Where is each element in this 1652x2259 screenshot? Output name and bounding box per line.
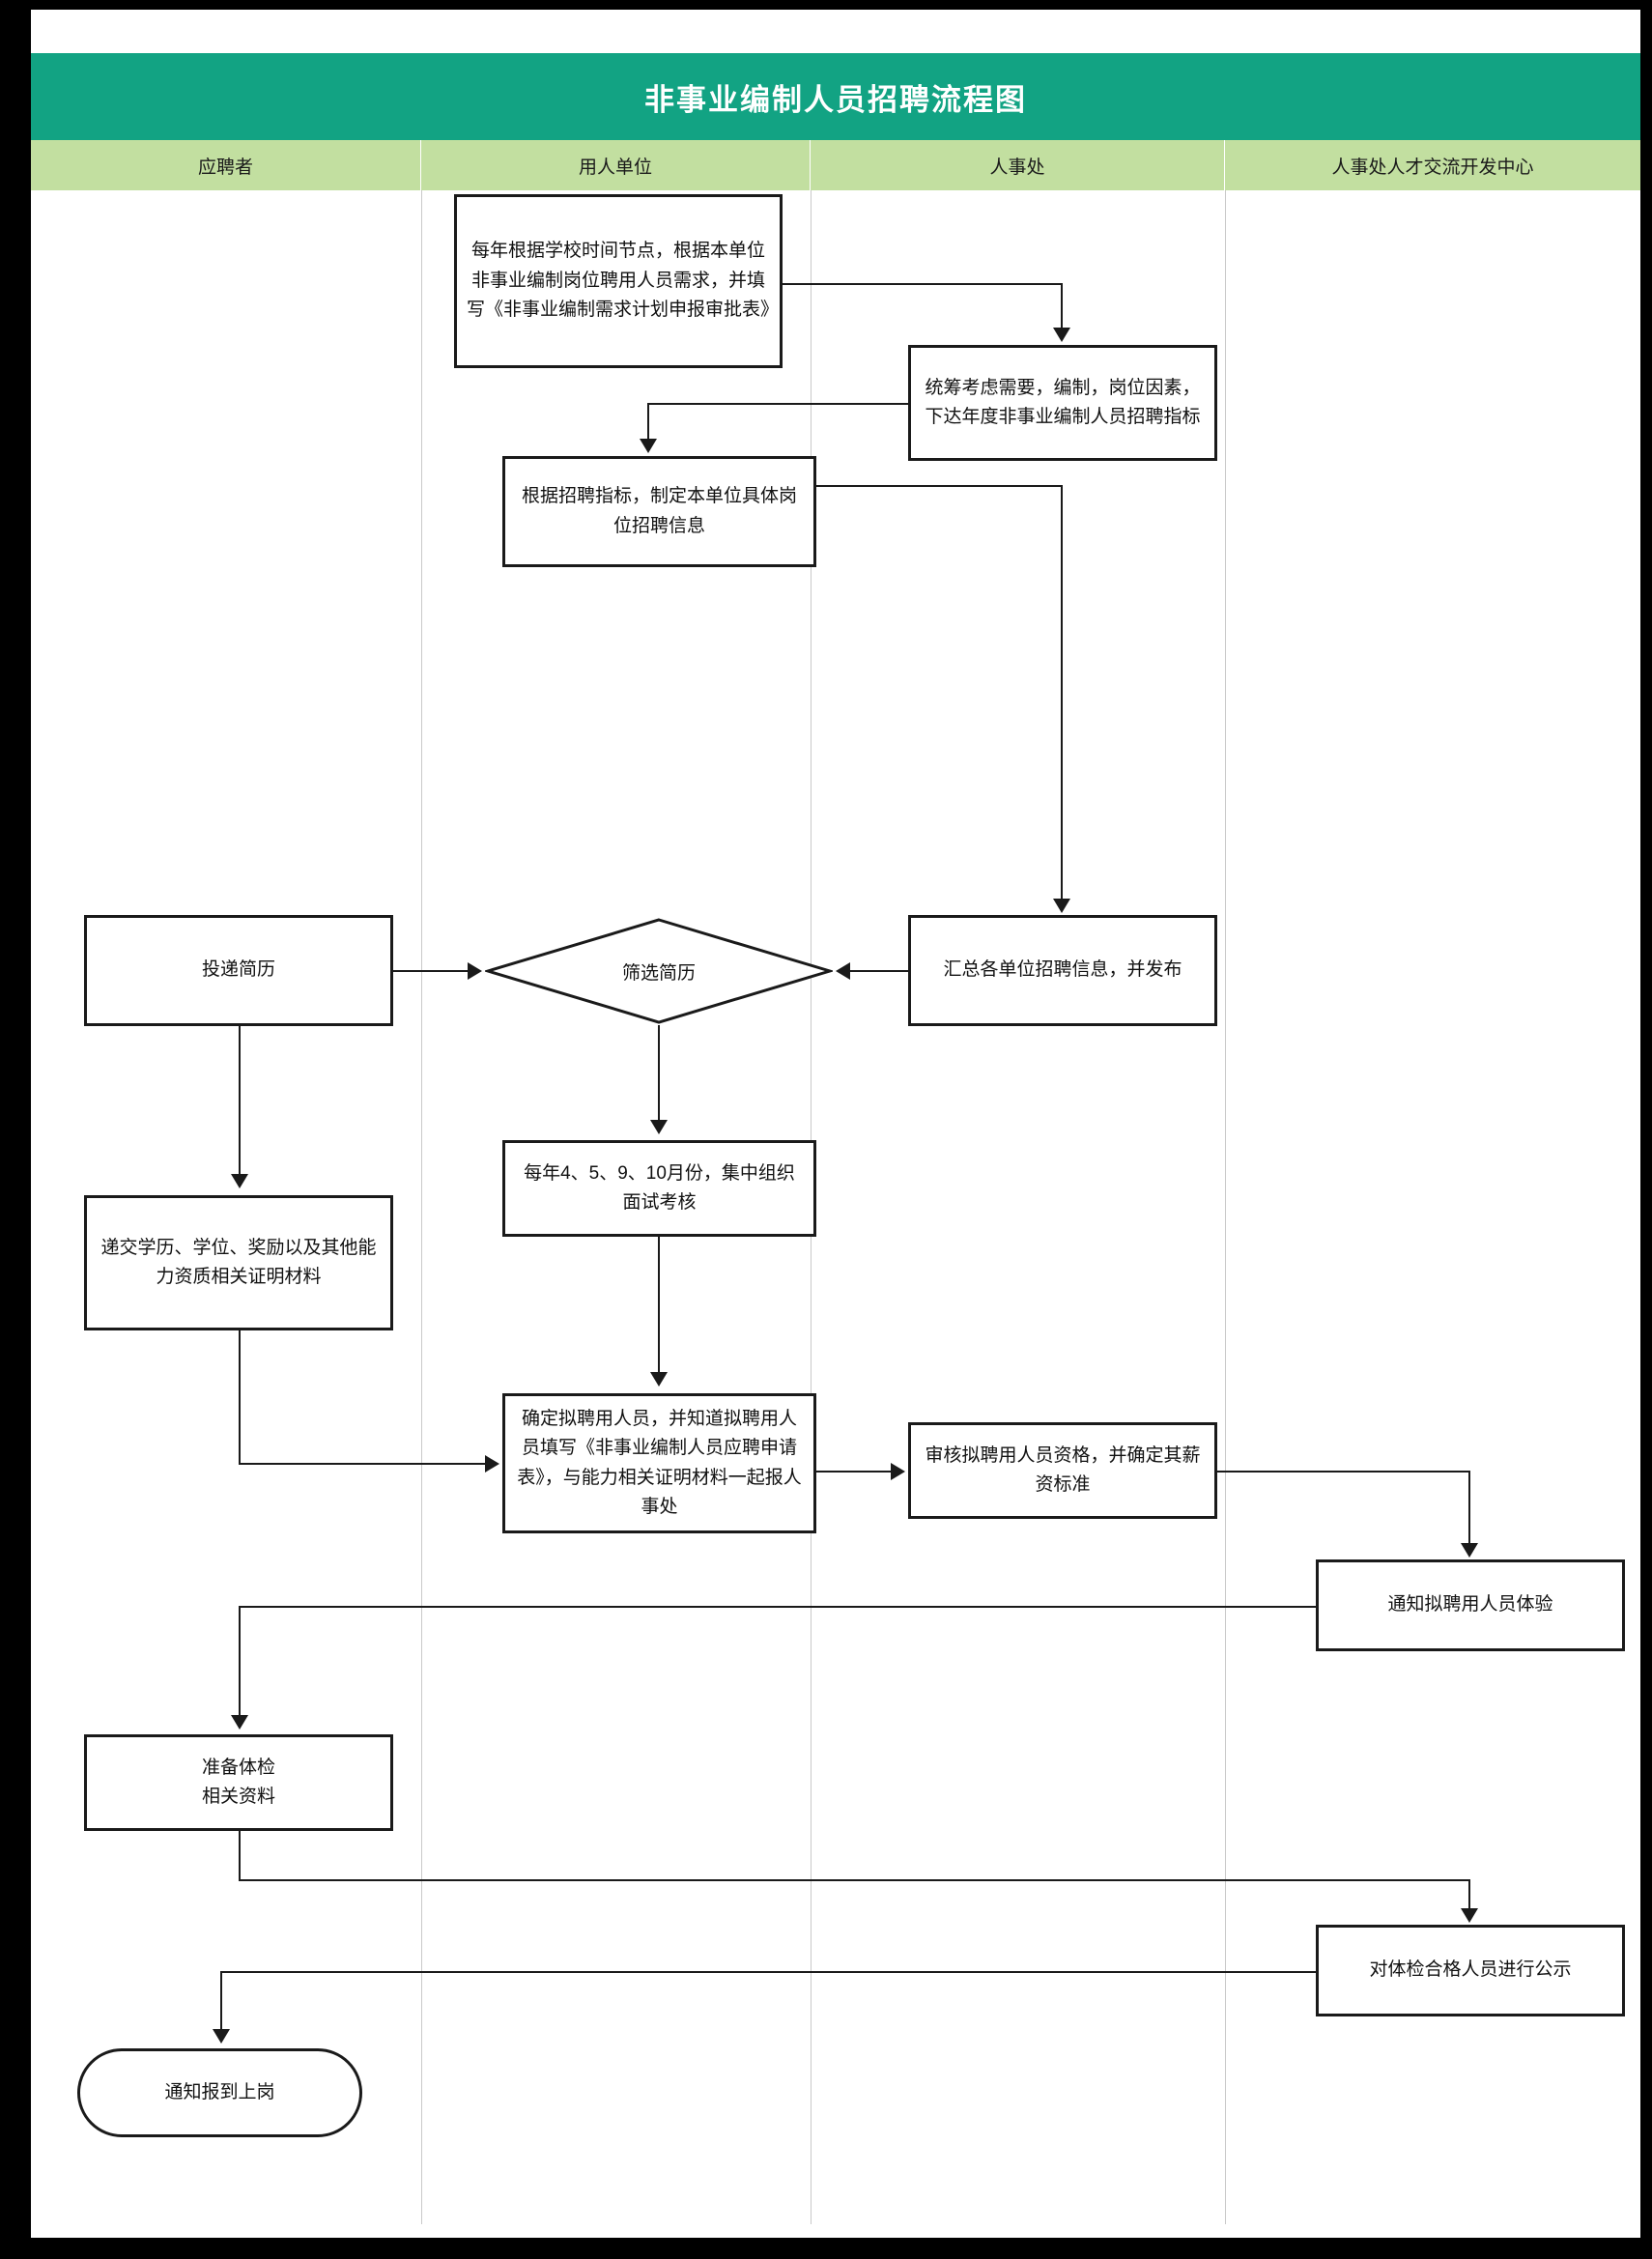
edge-n10-n11-horizontal — [1217, 1471, 1470, 1473]
node-verify-qualification-label: 审核拟聘用人员资格，并确定其薪资标准 — [925, 1444, 1201, 1495]
edge-n13-n14-horizontal — [220, 1971, 1316, 1973]
lane-header-employer-label: 用人单位 — [578, 157, 652, 178]
edge-n1-n2-horizontal — [783, 283, 1063, 285]
node-submit-resume-label: 投递简历 — [201, 959, 275, 981]
node-prepare-exam-docs[interactable]: 准备体检相关资料 — [84, 1734, 393, 1831]
edge-n5-n8-vertical — [239, 1026, 241, 1176]
edge-n2-n3-vertical — [647, 403, 649, 440]
node-prepare-exam-docs-line1: 准备体检 — [201, 1757, 275, 1778]
node-issue-quota[interactable]: 统筹考虑需要，编制，岗位因素，下达年度非事业编制人员招聘指标 — [908, 345, 1217, 461]
node-verify-qualification[interactable]: 审核拟聘用人员资格，并确定其薪资标准 — [908, 1422, 1217, 1519]
edge-n8-n9-arrowhead — [485, 1455, 499, 1473]
edge-n7-n9-arrowhead — [650, 1372, 668, 1387]
edge-n5-n6-arrowhead — [468, 962, 482, 980]
flow-canvas: 每年根据学校时间节点，根据本单位非事业编制岗位聘用人员需求，并填写《非事业编制需… — [31, 190, 1640, 2224]
edge-n11-n12-arrowhead — [231, 1715, 248, 1730]
node-notify-medical-exam-label: 通知拟聘用人员体验 — [1387, 1594, 1553, 1616]
lane-separator-3 — [1225, 190, 1226, 2224]
page-title: 非事业编制人员招聘流程图 — [644, 82, 1027, 117]
lane-header-talent-center: 人事处人才交流开发中心 — [1225, 140, 1640, 190]
node-submit-credentials[interactable]: 递交学历、学位、奖励以及其他能力资质相关证明材料 — [84, 1195, 393, 1330]
edge-n11-n12-vertical — [239, 1606, 241, 1718]
lane-header-employer: 用人单位 — [421, 140, 811, 190]
node-notify-medical-exam[interactable]: 通知拟聘用人员体验 — [1316, 1559, 1625, 1651]
node-submit-resume[interactable]: 投递简历 — [84, 915, 393, 1026]
node-confirm-candidate-label: 确定拟聘用人员，并知道拟聘用人员填写《非事业编制人员应聘申请表》，与能力相关证明… — [517, 1408, 802, 1517]
edge-n2-n3-arrowhead — [640, 439, 657, 453]
diagram-title-band: 非事业编制人员招聘流程图 — [31, 53, 1640, 140]
node-publish-postings-label: 汇总各单位招聘信息，并发布 — [943, 959, 1182, 981]
edge-n12-n13-arrowhead — [1461, 1908, 1478, 1923]
edge-n13-n14-arrowhead — [213, 2029, 230, 2044]
lane-header-applicant: 应聘者 — [31, 140, 421, 190]
node-report-to-duty[interactable]: 通知报到上岗 — [77, 2048, 362, 2137]
node-annual-demand-form[interactable]: 每年根据学校时间节点，根据本单位非事业编制岗位聘用人员需求，并填写《非事业编制需… — [454, 194, 783, 368]
node-interview-schedule-label: 每年4、5、9、10月份，集中组织面试考核 — [524, 1162, 795, 1213]
edge-n8-n9-vertical — [239, 1330, 241, 1464]
page-frame-left — [0, 0, 31, 2259]
page-frame-top — [0, 0, 1652, 10]
node-define-positions-label: 根据招聘指标，制定本单位具体岗位招聘信息 — [521, 486, 797, 536]
node-publish-postings[interactable]: 汇总各单位招聘信息，并发布 — [908, 915, 1217, 1026]
edge-n1-n2-vertical — [1061, 283, 1063, 329]
edge-n5-n8-arrowhead — [231, 1174, 248, 1188]
edge-n1-n2-arrowhead — [1053, 328, 1070, 342]
node-publicize-results-label: 对体检合格人员进行公示 — [1369, 1959, 1572, 1981]
diagram-sheet: 非事业编制人员招聘流程图 应聘者 用人单位 人事处 人事处人才交流开发中心 — [31, 10, 1640, 2238]
edge-n7-n9-vertical — [658, 1237, 660, 1374]
decision-diamond-shape — [485, 918, 833, 1024]
edge-n11-n12-horizontal — [239, 1606, 1316, 1608]
edge-n12-n13-horizontal — [239, 1879, 1470, 1881]
edge-n2-n3-horizontal — [647, 403, 910, 405]
node-confirm-candidate[interactable]: 确定拟聘用人员，并知道拟聘用人员填写《非事业编制人员应聘申请表》，与能力相关证明… — [502, 1393, 816, 1533]
edge-n6-n7-vertical — [658, 1025, 660, 1122]
node-define-positions[interactable]: 根据招聘指标，制定本单位具体岗位招聘信息 — [502, 456, 816, 567]
edge-n10-n11-arrowhead — [1461, 1543, 1478, 1558]
node-publicize-results[interactable]: 对体检合格人员进行公示 — [1316, 1925, 1625, 2016]
node-screen-resume[interactable]: 筛选简历 — [485, 917, 833, 1025]
edge-n10-n11-vertical — [1468, 1471, 1470, 1546]
lane-header-talent-center-label: 人事处人才交流开发中心 — [1331, 157, 1534, 178]
edge-n5-n6-horizontal — [393, 970, 472, 972]
lane-header-hr-office: 人事处 — [811, 140, 1225, 190]
swimlane-header-row: 应聘者 用人单位 人事处 人事处人才交流开发中心 — [31, 140, 1640, 190]
edge-n3-n4-arrowhead — [1053, 899, 1070, 913]
edge-n9-n10-arrowhead — [891, 1463, 905, 1480]
edge-n12-n13-vertical-a — [239, 1831, 241, 1881]
page-frame-bottom — [0, 2238, 1652, 2259]
edge-n3-n4-vertical — [1061, 485, 1063, 901]
edge-n12-n13-vertical-b — [1468, 1879, 1470, 1910]
node-report-to-duty-label: 通知报到上岗 — [164, 2081, 275, 2102]
lane-separator-1 — [421, 190, 422, 2224]
node-interview-schedule[interactable]: 每年4、5、9、10月份，集中组织面试考核 — [502, 1140, 816, 1237]
edge-n8-n9-horizontal — [239, 1463, 488, 1465]
edge-n4-n6-horizontal — [847, 970, 908, 972]
edge-n3-n4-horizontal — [816, 485, 1063, 487]
edge-n9-n10-horizontal — [816, 1471, 894, 1473]
node-submit-credentials-label: 递交学历、学位、奖励以及其他能力资质相关证明材料 — [100, 1237, 377, 1287]
node-annual-demand-form-label: 每年根据学校时间节点，根据本单位非事业编制岗位聘用人员需求，并填写《非事业编制需… — [467, 241, 780, 321]
edge-n13-n14-vertical — [220, 1971, 222, 2031]
edge-n4-n6-arrowhead — [836, 962, 850, 980]
node-prepare-exam-docs-label: 准备体检相关资料 — [202, 1754, 275, 1813]
lane-header-hr-office-label: 人事处 — [989, 157, 1045, 178]
node-issue-quota-label: 统筹考虑需要，编制，岗位因素，下达年度非事业编制人员招聘指标 — [925, 377, 1201, 427]
lane-header-applicant-label: 应聘者 — [197, 157, 253, 178]
page-frame-right — [1640, 0, 1652, 2259]
node-prepare-exam-docs-line2: 相关资料 — [201, 1787, 275, 1807]
edge-n6-n7-arrowhead — [650, 1120, 668, 1134]
node-screen-resume-label: 筛选简历 — [621, 962, 696, 984]
